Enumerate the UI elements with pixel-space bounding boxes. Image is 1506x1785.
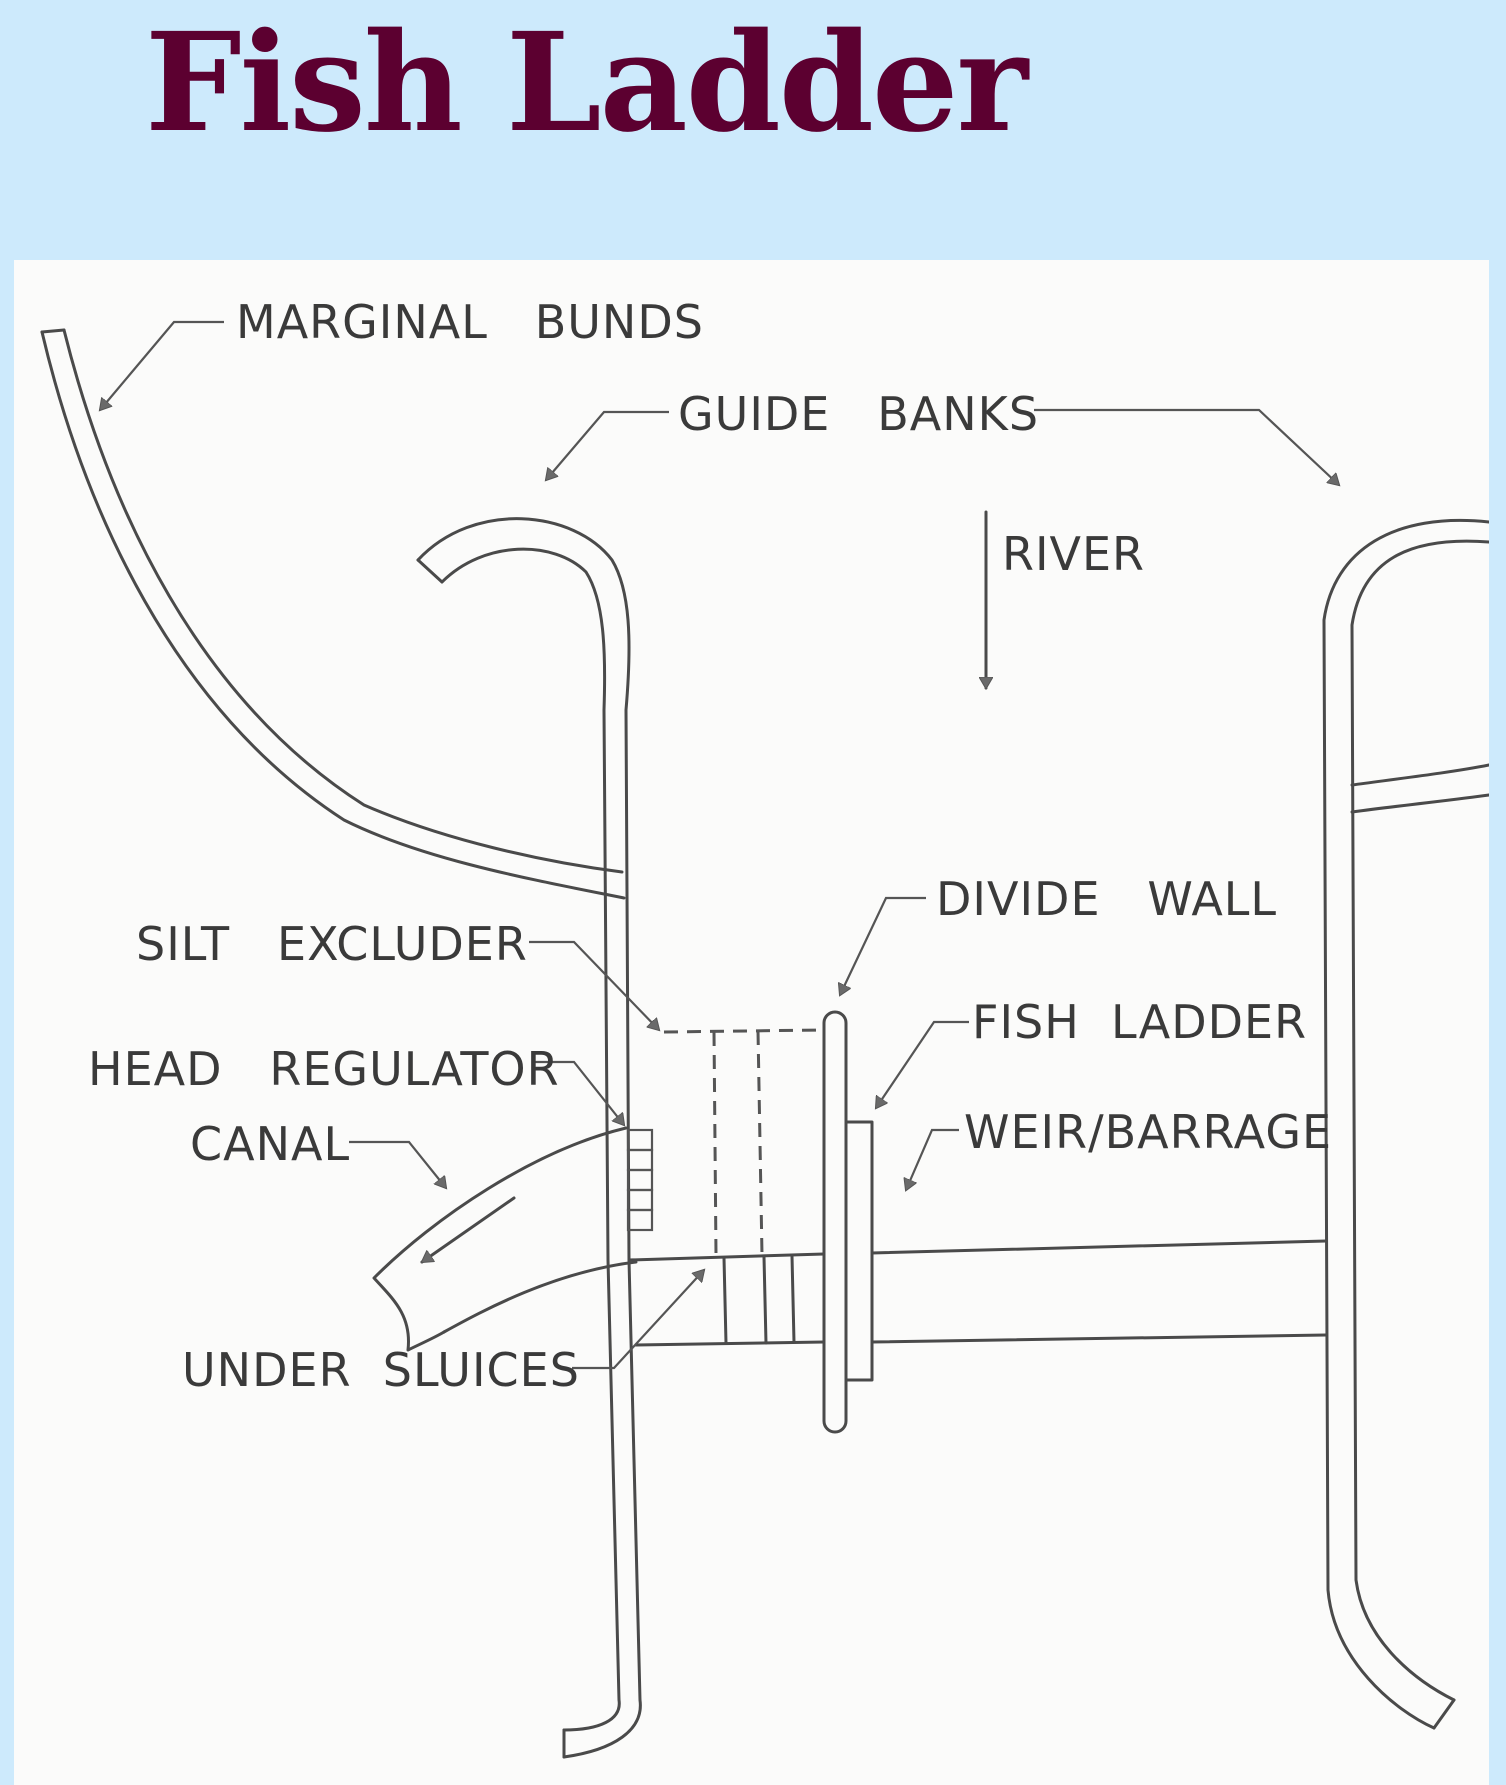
fish-ladder-diagram: MARGINAL BUNDS GUIDE BANKS RIVER DIVIDE … [40, 295, 1489, 1759]
marginal-bund-right [1350, 763, 1489, 814]
under-sluices [722, 1254, 796, 1345]
leader-guide-banks-right [1034, 408, 1339, 485]
leader-guide-banks-left [546, 410, 669, 480]
diagram-panel: MARGINAL BUNDS GUIDE BANKS RIVER DIVIDE … [14, 260, 1489, 1785]
weir-barrage [627, 1239, 1328, 1347]
leader-divide-wall [840, 896, 926, 995]
leader-head-regulator [532, 1060, 624, 1125]
label-river: RIVER [1002, 527, 1145, 581]
silt-excluder [663, 1028, 823, 1256]
leader-under-sluices [572, 1270, 704, 1370]
leader-marginal-bunds [100, 320, 224, 410]
divide-wall [822, 1010, 848, 1434]
label-weir-barrage: WEIR/BARRAGE [964, 1105, 1332, 1159]
label-canal: CANAL [190, 1117, 350, 1171]
label-marginal-bunds: MARGINAL BUNDS [236, 295, 704, 349]
canal-flow-arrow [422, 1196, 516, 1264]
guide-bank-left [416, 517, 642, 1759]
label-guide-banks: GUIDE BANKS [678, 387, 1039, 441]
leader-weir-barrage [906, 1128, 959, 1190]
label-under-sluices: UNDER SLUICES [182, 1343, 580, 1397]
slide-title: Fish Ladder [145, 3, 1028, 163]
label-divide-wall: DIVIDE WALL [936, 872, 1277, 926]
label-head-regulator: HEAD REGULATOR [88, 1042, 560, 1096]
leader-fish-ladder [876, 1020, 969, 1108]
fish-ladder [844, 1120, 874, 1382]
label-fish-ladder: FISH LADDER [972, 995, 1307, 1049]
guide-bank-right [1322, 518, 1489, 1730]
leader-silt-excluder [529, 940, 659, 1030]
canal [372, 1126, 638, 1352]
leader-canal [349, 1140, 446, 1188]
head-regulator [626, 1128, 654, 1232]
marginal-bund-left [40, 328, 626, 900]
label-silt-excluder: SILT EXCLUDER [136, 917, 528, 971]
